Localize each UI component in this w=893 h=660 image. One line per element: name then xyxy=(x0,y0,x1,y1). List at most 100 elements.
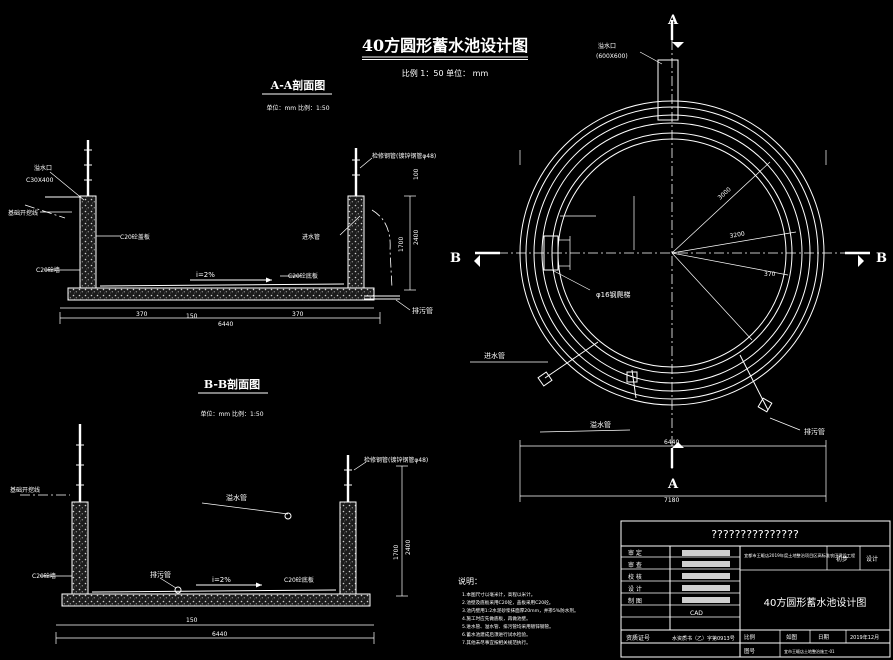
dim-text: 150 xyxy=(186,313,198,320)
section-aa-sub: 单位：mm 比例：1:50 xyxy=(266,104,329,112)
dim-text: 7180 xyxy=(664,497,679,504)
tb-date-label: 日期 xyxy=(818,634,830,641)
drain-pipe-circle xyxy=(174,586,182,594)
base-slab-aa xyxy=(67,287,375,301)
dim-text: 1700 xyxy=(398,237,405,252)
tb-drawing-title: 40方圆形蓄水池设计图 xyxy=(764,596,867,609)
dim-text: 6440 xyxy=(664,439,679,446)
label-drain-plan: 排污管 xyxy=(804,427,825,436)
radius-line xyxy=(671,231,797,254)
label-slope-bb: i=2% xyxy=(212,576,231,584)
label-steel-pipe-aa: 检修钢管(镀锌钢管φ48) xyxy=(372,152,436,160)
plan-view: 溢水口 (600X600) A A B B φ16钢爬梯 进水管 溢水管 排污管… xyxy=(450,13,887,504)
dim-text: 100 xyxy=(413,168,420,180)
tb-scale-label: 比例 xyxy=(744,633,756,641)
slope-arrowhead xyxy=(266,277,272,283)
title-block-frame xyxy=(620,520,891,658)
company-name: ??????????????? xyxy=(711,528,799,541)
leader xyxy=(639,51,663,65)
label-excavation-bb: 基础开挖线 xyxy=(10,486,40,494)
tb-number-label: 图号 xyxy=(744,647,756,655)
dim-text: 370 xyxy=(136,311,148,318)
label-section-a-top: A xyxy=(667,13,679,28)
inlet-pipe-end xyxy=(537,371,553,387)
label-manhole-size: (600X600) xyxy=(596,53,628,60)
tb-row-label: 制 图 xyxy=(628,597,642,605)
note-item: 1.本图尺寸以毫米计，高程以米计。 xyxy=(462,591,535,598)
signature xyxy=(682,550,730,556)
section-bb-sub: 单位：mm 比例：1:50 xyxy=(200,410,263,418)
leader xyxy=(395,299,411,311)
tb-row-label: 校 核 xyxy=(628,573,642,581)
radius-line xyxy=(671,161,771,254)
label-drain-bb: 排污管 xyxy=(150,570,171,579)
leader xyxy=(769,417,801,431)
dim-text: 2400 xyxy=(413,230,420,245)
label-wall-bb: C20砼墙 xyxy=(32,572,56,580)
excavation-line-right xyxy=(371,209,393,289)
tb-row-label: 审 查 xyxy=(628,561,642,569)
overflow-pipe-circle xyxy=(284,512,292,520)
tb-stage-value: 设计 xyxy=(866,555,878,563)
section-arrow-a-bottom xyxy=(672,442,684,448)
radius-line xyxy=(671,252,789,276)
label-overflow-aa: 溢水口 xyxy=(34,164,52,172)
signature xyxy=(682,573,730,579)
leader xyxy=(201,502,289,515)
label-section-b-left: B xyxy=(450,251,461,266)
label-steel-pipe-bb: 检修钢管(镀锌钢管φ48) xyxy=(364,456,428,464)
tb-cert-value: 水资质书（乙）字第0913号 xyxy=(672,635,735,642)
leader xyxy=(539,429,631,433)
floor-slope-line xyxy=(99,283,345,287)
note-item: 2.池壁及底板采用C20砼，盖板采用C20砼。 xyxy=(462,599,553,606)
dim-text: 1700 xyxy=(393,545,400,560)
manhole-opening xyxy=(657,59,679,121)
leader xyxy=(551,269,591,291)
drawing-title: 40方圆形蓄水池设计图 xyxy=(362,36,528,55)
section-arrow-b-left xyxy=(474,255,480,267)
tb-scale-value: 如图 xyxy=(786,633,798,641)
tb-row-label: CAD xyxy=(690,610,703,617)
section-aa-title: A-A剖面图 xyxy=(270,78,326,92)
slope-arrowhead-bb xyxy=(256,582,262,588)
note-item: 7.其他未尽事宜按相关规范执行。 xyxy=(462,639,531,646)
label-floor-aa: C20砼底板 xyxy=(288,272,318,280)
drain-pipe-end xyxy=(757,397,773,413)
wall-right-aa xyxy=(347,195,365,289)
excavation-line-left xyxy=(24,204,66,219)
section-arrow-a-top xyxy=(672,42,684,48)
tb-number-value: 宜市王畈店土地整治施工-01 xyxy=(784,648,835,654)
wall-left-bb xyxy=(71,501,89,595)
section-arrow-b-right xyxy=(858,255,864,267)
label-size-aa: C30X400 xyxy=(26,177,54,184)
leader xyxy=(159,577,177,589)
label-section-b-right: B xyxy=(876,251,887,266)
leader xyxy=(353,461,367,471)
base-slab-bb xyxy=(61,593,371,607)
label-floor-bb: C20砼底板 xyxy=(284,576,314,584)
inlet-pipe xyxy=(544,341,599,379)
drain-pipe xyxy=(739,354,769,411)
scale-note: 比例 1：50 单位： mm xyxy=(402,68,489,78)
signature xyxy=(682,585,730,591)
overflow-pipe-end xyxy=(626,371,638,383)
radius-line xyxy=(671,252,753,341)
label-section-a-bottom: A xyxy=(667,477,679,492)
dim-text: 150 xyxy=(186,617,198,624)
wall-left-aa xyxy=(79,195,97,289)
dim-text: 3200 xyxy=(729,230,745,240)
label-excavation-aa: 基础开挖线 xyxy=(8,209,38,217)
tb-row-label: 审 定 xyxy=(628,549,642,557)
dim-text: 2400 xyxy=(405,540,412,555)
section-bb: B-B剖面图 单位：mm 比例：1:50 基础开挖线 检修钢管(镀锌钢管φ48) xyxy=(10,377,428,644)
leader xyxy=(49,171,85,201)
ladder-box xyxy=(543,235,559,271)
label-manhole: 溢水口 xyxy=(598,42,616,50)
tb-project: 宜都市王畈店2019年度土地整治项目区高标准农田建设工程 xyxy=(744,552,856,559)
note-item: 4.施工时应先做底板，再做池壁。 xyxy=(462,615,531,622)
notes-title: 说明： xyxy=(458,576,482,586)
floor-slope-bb xyxy=(91,589,337,593)
label-drain-aa: 排污管 xyxy=(412,306,433,315)
label-inlet-aa: 进水管 xyxy=(302,233,320,241)
